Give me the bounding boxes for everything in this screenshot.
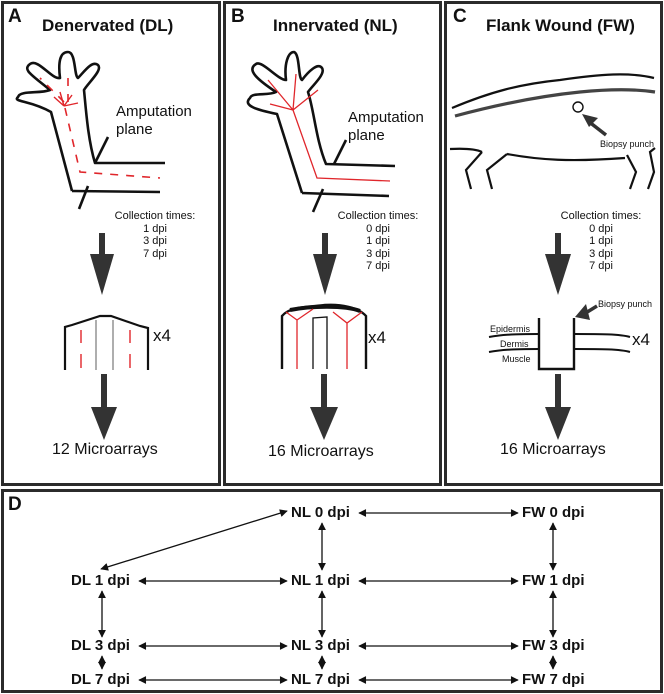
amputation-plane-label-a: Amputation plane: [116, 103, 192, 138]
collection-times-b: Collection times: 0 dpi 1 dpi 3 dpi 7 dp…: [337, 210, 419, 272]
collection-times-a: Collection times: 1 dpi 3 dpi 7 dpi: [114, 210, 196, 260]
panel-title-c: Flank Wound (FW): [486, 16, 635, 35]
flank-wound-body-drawing: [449, 73, 656, 190]
node-nl-0-dpi: NL 0 dpi: [291, 504, 350, 521]
panel-letter-b: B: [231, 6, 245, 27]
node-dl-3-dpi: DL 3 dpi: [71, 637, 130, 654]
arrow-down-b2: [310, 374, 338, 440]
panel-c-flank-wound: [444, 1, 663, 486]
comparison-edges: [98, 509, 557, 684]
amputation-plane-label-b: Amputation plane: [348, 109, 424, 144]
node-fw-0-dpi: FW 0 dpi: [522, 504, 585, 521]
arrow-down-a2: [91, 374, 117, 440]
result-b: 16 Microarrays: [268, 443, 374, 460]
denervated-stump: [63, 314, 150, 370]
arrow-down-b1: [313, 233, 337, 295]
arrow-down-c1: [545, 233, 571, 295]
edge-nl0-dl1: [100, 509, 288, 571]
node-fw-1-dpi: FW 1 dpi: [522, 572, 585, 589]
node-dl-1-dpi: DL 1 dpi: [71, 572, 130, 589]
multiplier-c: x4: [632, 330, 650, 349]
node-nl-1-dpi: NL 1 dpi: [291, 572, 350, 589]
collection-times-c: Collection times: 0 dpi 1 dpi 3 dpi 7 dp…: [560, 210, 642, 272]
biopsy-pointer-arrow-top: [582, 114, 608, 137]
denervated-limb-drawing: [15, 50, 165, 210]
multiplier-b: x4: [368, 328, 386, 347]
innervated-nerve: [267, 73, 391, 182]
arrow-down-a1: [90, 233, 114, 295]
tissue-epidermis-label: Epidermis: [490, 324, 531, 334]
node-nl-7-dpi: NL 7 dpi: [291, 671, 350, 688]
skin-biopsy-cross-section: [488, 318, 631, 371]
biopsy-punch-label-top: Biopsy punch: [600, 139, 655, 149]
arrow-down-c2: [545, 374, 571, 440]
node-nl-3-dpi: NL 3 dpi: [291, 637, 350, 654]
node-dl-7-dpi: DL 7 dpi: [71, 671, 130, 688]
node-fw-7-dpi: FW 7 dpi: [522, 671, 585, 688]
result-a: 12 Microarrays: [52, 441, 158, 458]
multiplier-a: x4: [153, 326, 171, 345]
panel-a-denervated: [1, 1, 221, 486]
panel-letter-d: D: [8, 494, 22, 515]
panel-title-b: Innervated (NL): [273, 16, 398, 35]
innervated-stump: [280, 303, 368, 369]
tissue-dermis-label: Dermis: [500, 339, 529, 349]
denervated-nerve-dashed: [39, 72, 161, 179]
biopsy-pointer-arrow-bottom: [575, 304, 598, 320]
panel-title-a: Denervated (DL): [42, 16, 174, 35]
biopsy-punch-label-bottom: Biopsy punch: [598, 299, 653, 309]
biopsy-site-circle: [572, 101, 584, 113]
panel-b-innervated: [223, 1, 442, 486]
denervated-nerve-branch: [53, 91, 79, 107]
panel-letter-c: C: [453, 6, 467, 27]
tissue-muscle-label: Muscle: [502, 354, 531, 364]
result-c: 16 Microarrays: [500, 441, 606, 458]
node-fw-3-dpi: FW 3 dpi: [522, 637, 585, 654]
panel-letter-a: A: [8, 6, 22, 27]
innervated-limb-drawing: [246, 50, 396, 213]
